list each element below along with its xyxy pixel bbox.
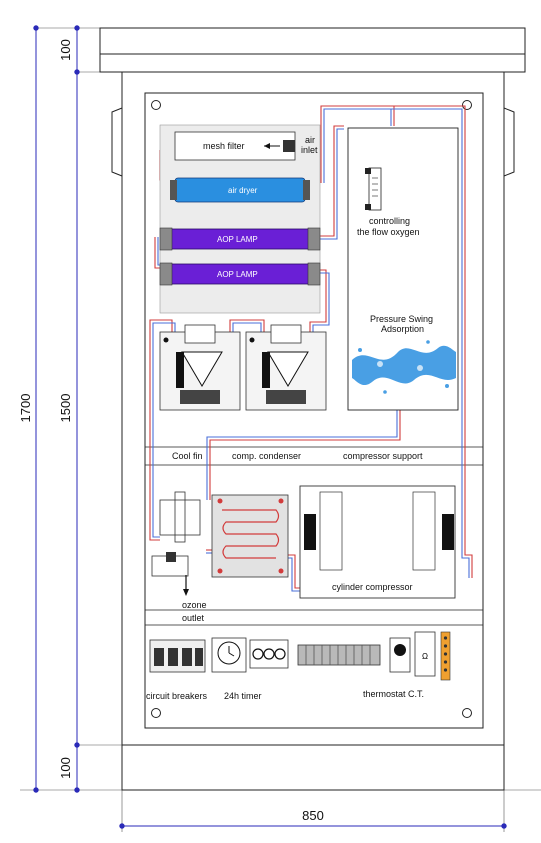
- aop-lamp-2-label: AOP LAMP: [217, 270, 258, 279]
- psa-label-1: Pressure Swing: [370, 314, 433, 324]
- aop-lamp-1-label: AOP LAMP: [217, 235, 258, 244]
- arrow-down-icon: [183, 589, 189, 596]
- arrow-left-icon: [264, 143, 270, 149]
- dim-cabinet-1500: 1500: [58, 394, 73, 423]
- timer-label: 24h timer: [224, 691, 262, 701]
- thermostat: [389, 637, 411, 673]
- circuit-breakers-label: circuit breakers: [146, 691, 208, 701]
- cabinet-roof: [99, 27, 526, 73]
- door-hinges: [111, 107, 515, 177]
- ozone-generator-module-2: [245, 324, 327, 411]
- dim-bottom-100: 100: [58, 757, 73, 779]
- cabinet-body: [121, 71, 505, 791]
- terminal-block: [440, 631, 451, 681]
- air-inlet-label-1: air: [305, 135, 315, 145]
- flow-label-1: controlling: [369, 216, 410, 226]
- cylinder-compressor-label: cylinder compressor: [332, 582, 413, 592]
- comp-condenser-label: comp. condenser: [232, 451, 301, 461]
- aop-lamp-1: [159, 227, 321, 251]
- ozone-outlet-label-1: ozone: [182, 600, 207, 610]
- current-transformer: Ω: [414, 631, 436, 677]
- air-dryer-label: air dryer: [228, 186, 258, 195]
- ozone-outlet-label-2: outlet: [182, 613, 205, 623]
- mesh-filter-label: mesh filter: [203, 141, 245, 151]
- heater-element: [297, 644, 381, 666]
- air-inlet-label-2: inlet: [301, 145, 318, 155]
- ozone-outlet-valve: [151, 552, 189, 596]
- dim-top-100: 100: [58, 39, 73, 61]
- flowmeter-icon: [368, 167, 382, 211]
- mesh-filter: [174, 131, 296, 161]
- cylinder-compressor: [299, 485, 456, 599]
- cool-fin-label: Cool fin: [172, 451, 203, 461]
- thermostat-label: thermostat C.T.: [363, 689, 424, 699]
- water-splash-icon: [352, 340, 456, 394]
- timer-clock-icon: [211, 637, 247, 673]
- flow-label-2: the flow oxygen: [357, 227, 420, 237]
- dim-width-850: 850: [302, 808, 324, 823]
- ohm-icon: Ω: [422, 652, 428, 661]
- mounting-holes: [151, 100, 472, 718]
- dim-total-1700: 1700: [18, 394, 33, 423]
- aop-lamp-2: [159, 262, 321, 286]
- circuit-breakers: [149, 639, 206, 673]
- psa-oxygen-unit: [347, 127, 459, 411]
- comp-condenser: [211, 494, 289, 578]
- ozone-generator-module-1: [159, 324, 241, 411]
- air-dryer: [170, 177, 310, 203]
- relays: [249, 639, 289, 669]
- psa-label-2: Adsorption: [381, 324, 424, 334]
- section-dividers: [145, 446, 483, 626]
- compressor-support-label: compressor support: [343, 451, 423, 461]
- cool-fin: [159, 491, 201, 543]
